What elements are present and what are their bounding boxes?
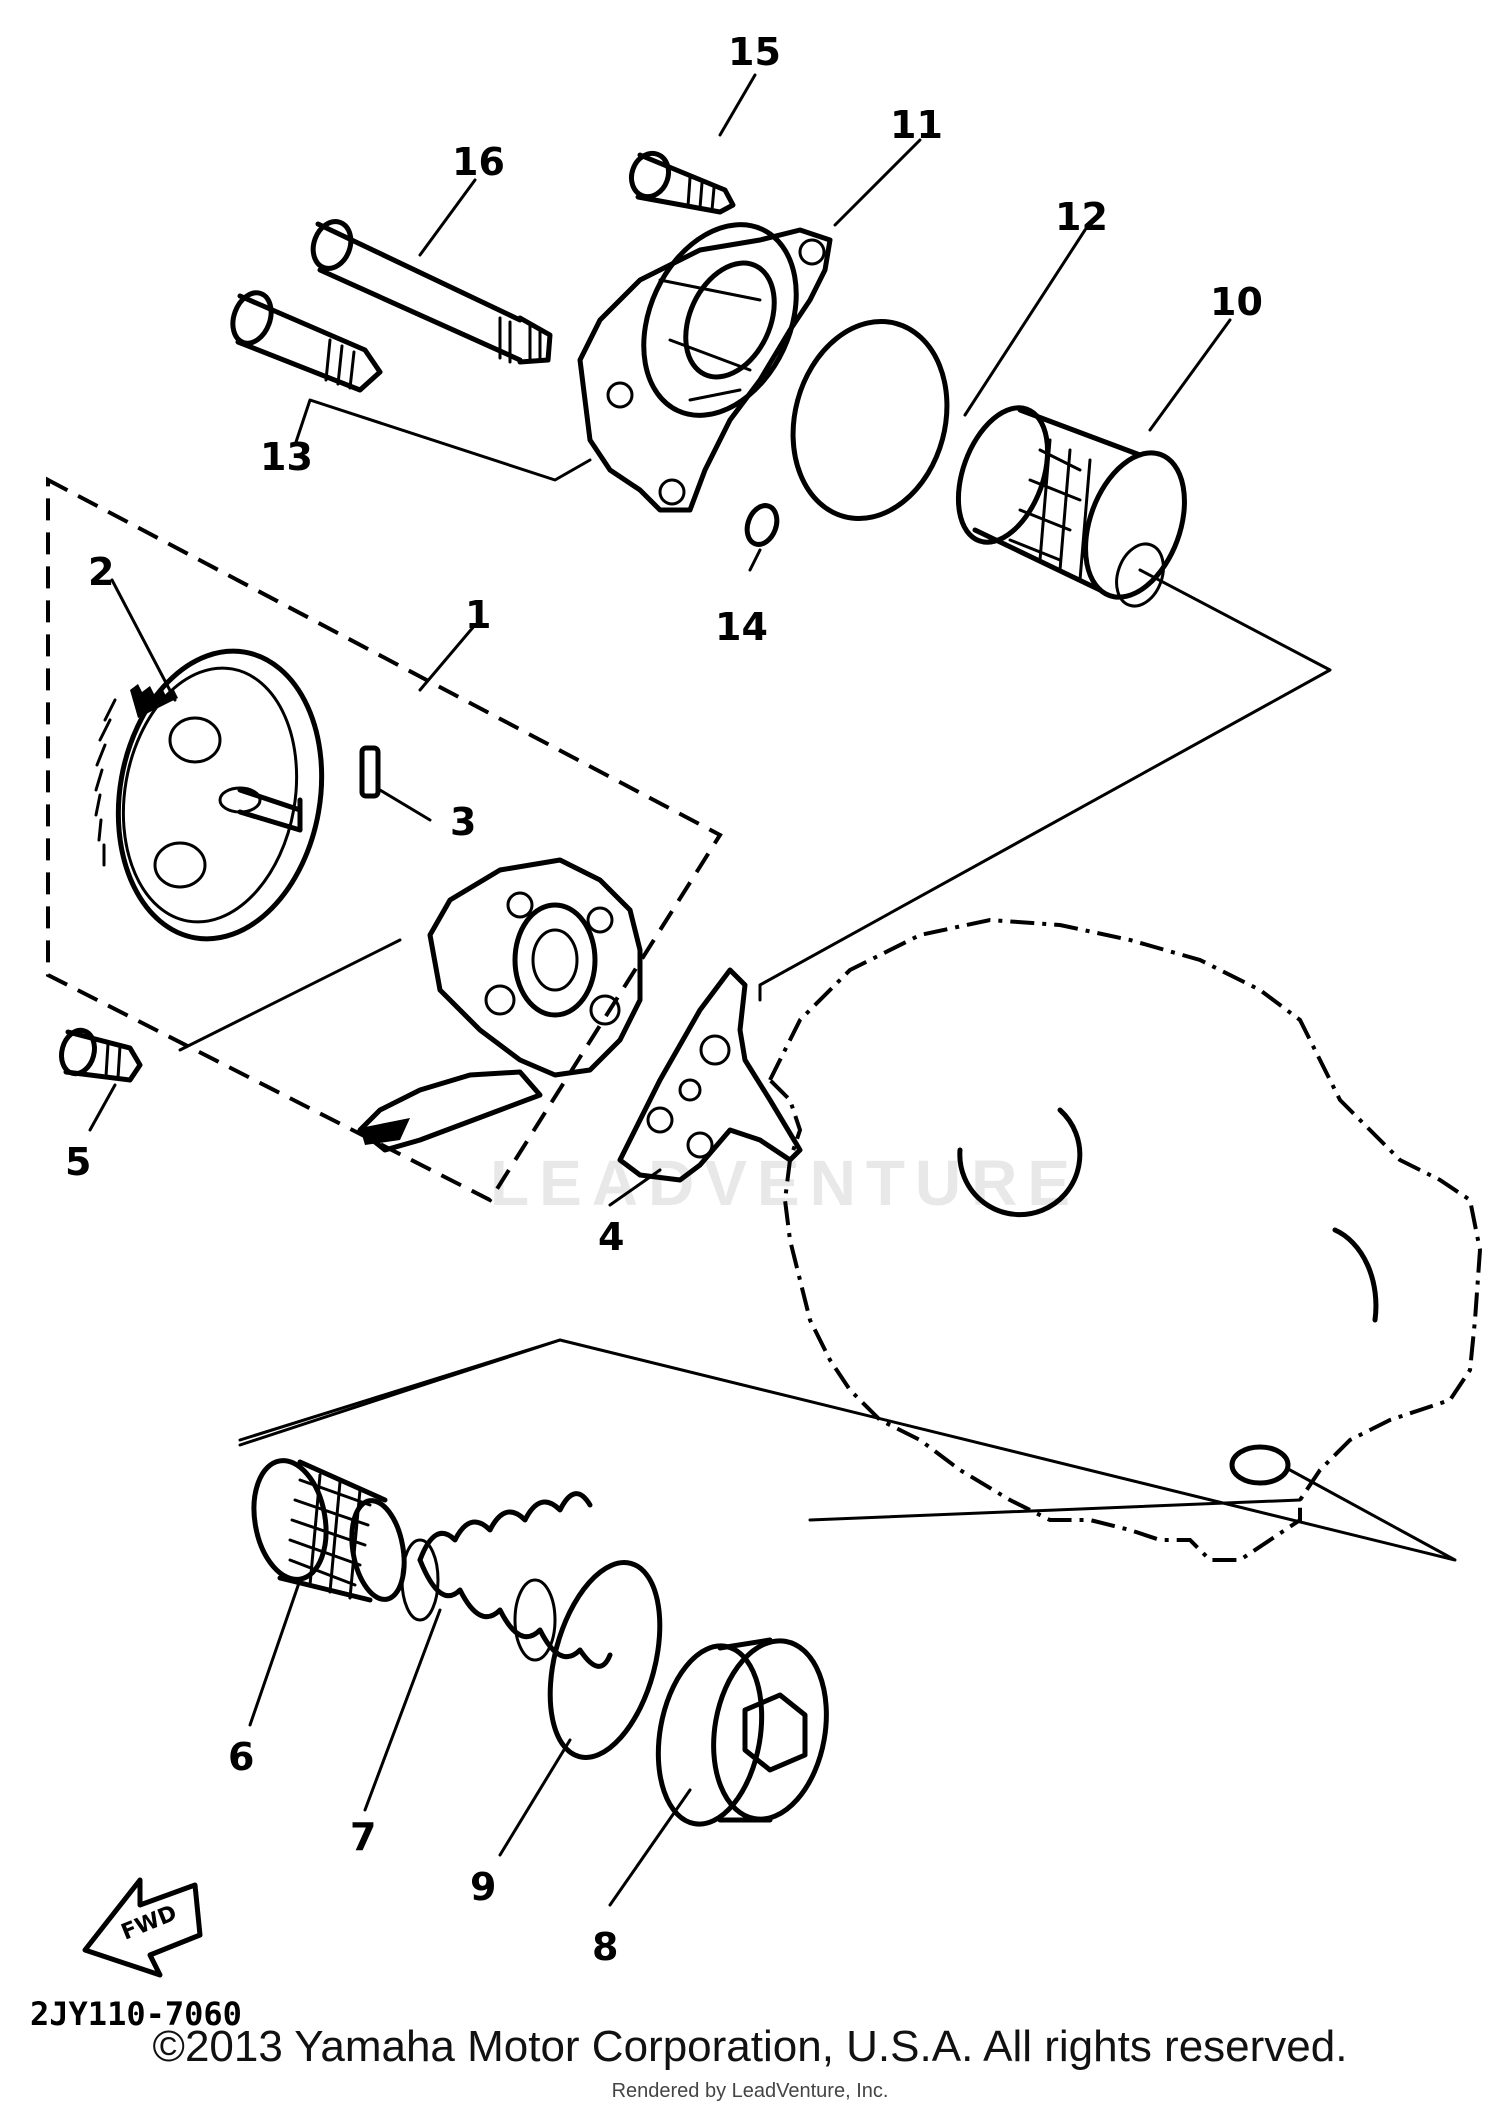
callout-12: 12 (1055, 195, 1108, 239)
crankcase-outline (767, 917, 1483, 1562)
leader-lines (88, 73, 1457, 1907)
callout-6: 6 (228, 1735, 254, 1779)
part-6-oil-strainer[interactable] (245, 1455, 411, 1604)
callout-9: 9 (470, 1865, 496, 1909)
callout-16: 16 (452, 140, 505, 184)
callout-8: 8 (592, 1925, 618, 1969)
part-16-long-bolt[interactable] (307, 216, 553, 365)
pump-body (357, 857, 643, 1153)
part-10-oil-filter[interactable] (941, 396, 1202, 613)
part-12-o-ring[interactable] (772, 304, 969, 536)
part-14-small-o-ring[interactable] (742, 501, 782, 548)
callout-15: 15 (728, 30, 781, 74)
part-5-screw[interactable] (57, 1027, 143, 1083)
svg-text:FWD: FWD (118, 1901, 181, 1946)
callout-7: 7 (350, 1815, 376, 1859)
rendered-by-credit: Rendered by LeadVenture, Inc. (611, 2080, 889, 2102)
part-8-drain-plug[interactable] (645, 1632, 840, 1832)
callout-1: 1 (465, 593, 491, 637)
fwd-arrow-icon: FWD (82, 1877, 203, 1978)
callout-labels: 15 11 16 12 10 13 14 2 1 3 5 4 6 7 9 8 (65, 30, 1263, 1969)
callout-10: 10 (1210, 280, 1263, 324)
callout-11: 11 (890, 103, 943, 147)
part-4-gasket-plate[interactable] (617, 967, 803, 1183)
pump-assembly-outline (46, 476, 723, 1203)
callout-5: 5 (65, 1140, 91, 1184)
part-3-pin[interactable] (359, 745, 381, 799)
callout-3: 3 (450, 800, 476, 844)
watermark-text: LEADVENTURE (490, 1147, 1080, 1219)
callout-13: 13 (260, 435, 313, 479)
part-2-rotor-gear[interactable] (94, 635, 344, 955)
part-7-spring[interactable] (400, 1491, 613, 1669)
part-9-o-ring[interactable] (531, 1550, 679, 1769)
callout-2: 2 (88, 550, 114, 594)
part-13-short-bolt[interactable] (226, 287, 383, 393)
callout-14: 14 (715, 605, 768, 649)
part-15-small-bolt[interactable] (626, 148, 736, 215)
copyright-notice: ©2013 Yamaha Motor Corporation, U.S.A. A… (152, 2022, 1348, 2071)
callout-4: 4 (598, 1215, 624, 1259)
part-11-filter-cover[interactable] (577, 200, 833, 513)
diagram-code: 2JY110-7060 (30, 1995, 242, 2033)
